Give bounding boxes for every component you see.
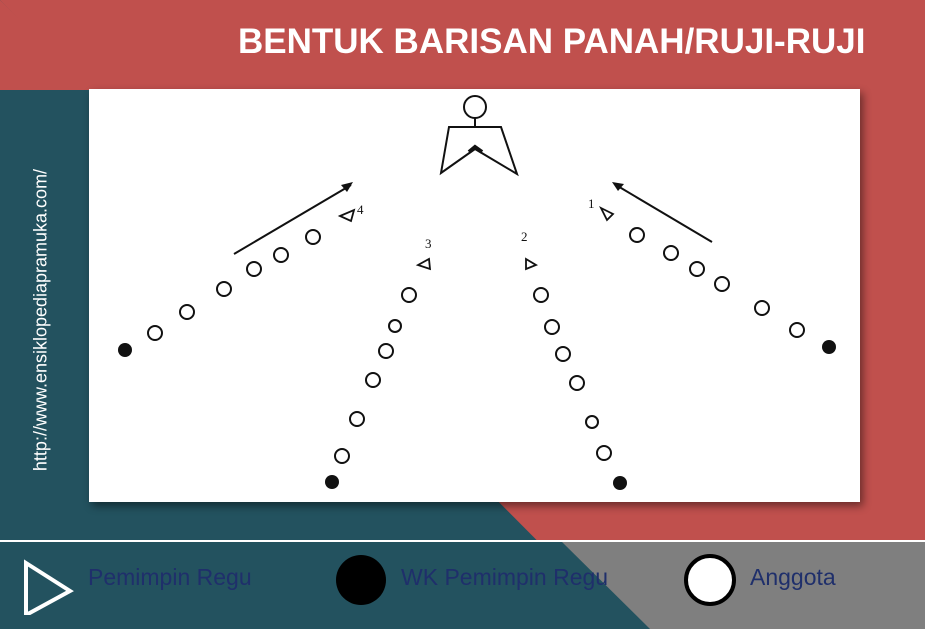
member: [663, 245, 679, 261]
member: [216, 281, 232, 297]
formation-diagram: 4 3 2 1: [89, 89, 860, 502]
deputy-dot: [325, 475, 339, 489]
legend: Pemimpin Regu WK Pemimpin Regu Anggota: [0, 543, 925, 629]
member: [147, 325, 163, 341]
legend-item-deputy: WK Pemimpin Regu: [330, 543, 650, 629]
member: [754, 300, 770, 316]
member: [305, 229, 321, 245]
member: [555, 346, 571, 362]
formation-drawing: 4 3 2 1: [118, 95, 836, 490]
line-number-3: 3: [425, 236, 432, 251]
member: [714, 276, 730, 292]
leader-triangle-3: [415, 257, 432, 271]
pembina-body: [439, 126, 519, 177]
member: [689, 261, 705, 277]
line-number-4: 4: [357, 202, 364, 217]
member: [378, 343, 394, 359]
pembina-head: [463, 95, 487, 119]
open-circle-icon: [684, 554, 736, 606]
member: [349, 411, 365, 427]
leader-triangle-4: [337, 208, 356, 223]
member: [388, 319, 402, 333]
filled-circle-icon: [336, 555, 386, 605]
member: [365, 372, 381, 388]
line-number-1: 1: [588, 196, 595, 211]
legend-leader-label: Pemimpin Regu: [88, 564, 252, 590]
website-url-text: http://www.ensiklopediapramuka.com/: [30, 168, 51, 472]
legend-item-leader: Pemimpin Regu: [0, 543, 300, 629]
deputy-dot: [118, 343, 132, 357]
line-number-2: 2: [521, 229, 528, 244]
right-arrow: [615, 184, 713, 243]
member: [401, 287, 417, 303]
legend-member-label: Anggota: [750, 564, 836, 590]
member: [273, 247, 289, 263]
member: [544, 319, 560, 335]
deputy-dot: [613, 476, 627, 490]
member: [585, 415, 599, 429]
legend-deputy-label: WK Pemimpin Regu: [401, 564, 609, 590]
member: [629, 227, 645, 243]
member: [246, 261, 262, 277]
member: [179, 304, 195, 320]
triangle-outline-icon: [24, 559, 74, 615]
left-arrow: [233, 184, 352, 255]
member: [789, 322, 805, 338]
leader-triangle-2: [525, 257, 539, 271]
member: [533, 287, 549, 303]
legend-item-member: Anggota: [680, 543, 925, 629]
member: [569, 375, 585, 391]
page-title: BENTUK BARISAN PANAH/RUJI-RUJI: [238, 22, 866, 61]
leader-triangle-1: [598, 205, 615, 222]
member: [334, 448, 350, 464]
deputy-dot: [822, 340, 836, 354]
member: [596, 445, 612, 461]
